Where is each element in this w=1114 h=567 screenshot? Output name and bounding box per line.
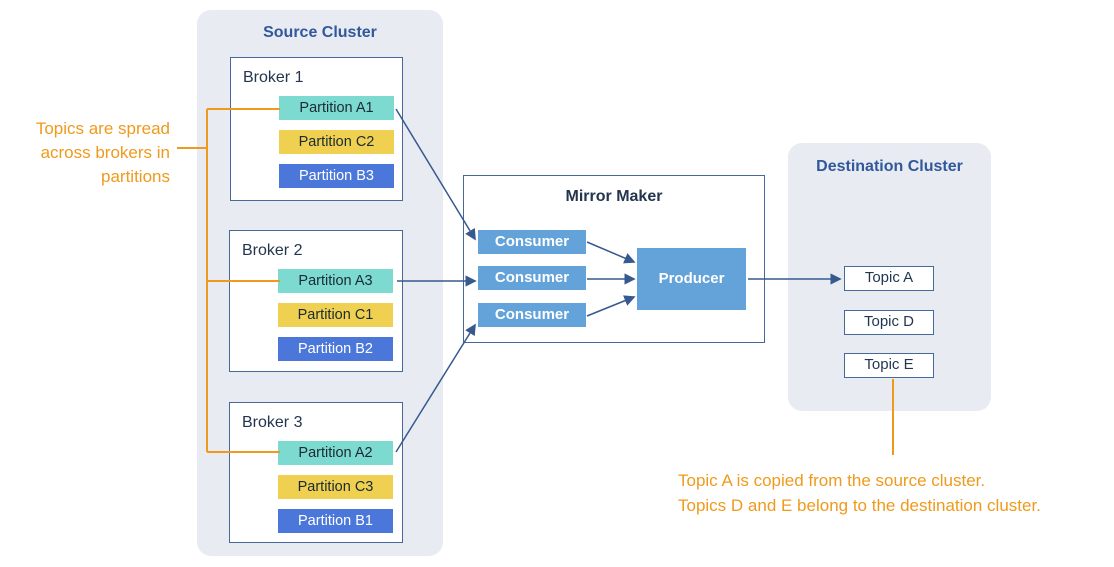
- producer-node: Producer: [637, 248, 746, 310]
- broker-2-label: Broker 2: [242, 242, 303, 259]
- partition-b1: Partition B1: [278, 509, 393, 533]
- source-cluster-panel: Source Cluster Broker 1 Partition A1 Par…: [197, 10, 443, 556]
- mirror-maker-box: Mirror Maker Consumer Consumer Consumer …: [463, 175, 765, 343]
- partition-a1: Partition A1: [279, 96, 394, 120]
- partition-b2: Partition B2: [278, 337, 393, 361]
- annotation-topics-spread-line-3: partitions: [101, 167, 170, 186]
- annotation-topics-spread-line-2: across brokers in: [40, 143, 170, 162]
- topic-d-box: Topic D: [844, 310, 934, 335]
- broker-1-label: Broker 1: [243, 69, 304, 86]
- annotation-topics-spread: Topics are spread across brokers in part…: [4, 117, 170, 189]
- partition-c1: Partition C1: [278, 303, 393, 327]
- partition-c3: Partition C3: [278, 475, 393, 499]
- partition-a3: Partition A3: [278, 269, 393, 293]
- topic-a-box: Topic A: [844, 266, 934, 291]
- consumer-2-node: Consumer: [478, 266, 586, 290]
- consumer-1-node: Consumer: [478, 230, 586, 254]
- partition-c2: Partition C2: [279, 130, 394, 154]
- partition-a2: Partition A2: [278, 441, 393, 465]
- mirror-maker-title: Mirror Maker: [565, 188, 663, 205]
- broker-1-box: Broker 1 Partition A1 Partition C2 Parti…: [230, 57, 403, 201]
- annotation-topic-copy-line-2: Topics D and E belong to the destination…: [678, 496, 1041, 515]
- broker-3-box: Broker 3 Partition A2 Partition C3 Parti…: [229, 402, 403, 543]
- broker-2-box: Broker 2 Partition A3 Partition C1 Parti…: [229, 230, 403, 372]
- consumer-3-node: Consumer: [478, 303, 586, 327]
- destination-cluster-title: Destination Cluster: [816, 158, 963, 175]
- annotation-topic-copy: Topic A is copied from the source cluste…: [678, 468, 1114, 518]
- destination-cluster-panel: Destination Cluster Topic A Topic D Topi…: [788, 143, 991, 411]
- partition-b3: Partition B3: [279, 164, 394, 188]
- annotation-topics-spread-line-1: Topics are spread: [35, 119, 170, 138]
- source-cluster-title: Source Cluster: [263, 24, 377, 41]
- broker-3-label: Broker 3: [242, 414, 303, 431]
- annotation-topic-copy-line-1: Topic A is copied from the source cluste…: [678, 471, 986, 490]
- topic-e-box: Topic E: [844, 353, 934, 378]
